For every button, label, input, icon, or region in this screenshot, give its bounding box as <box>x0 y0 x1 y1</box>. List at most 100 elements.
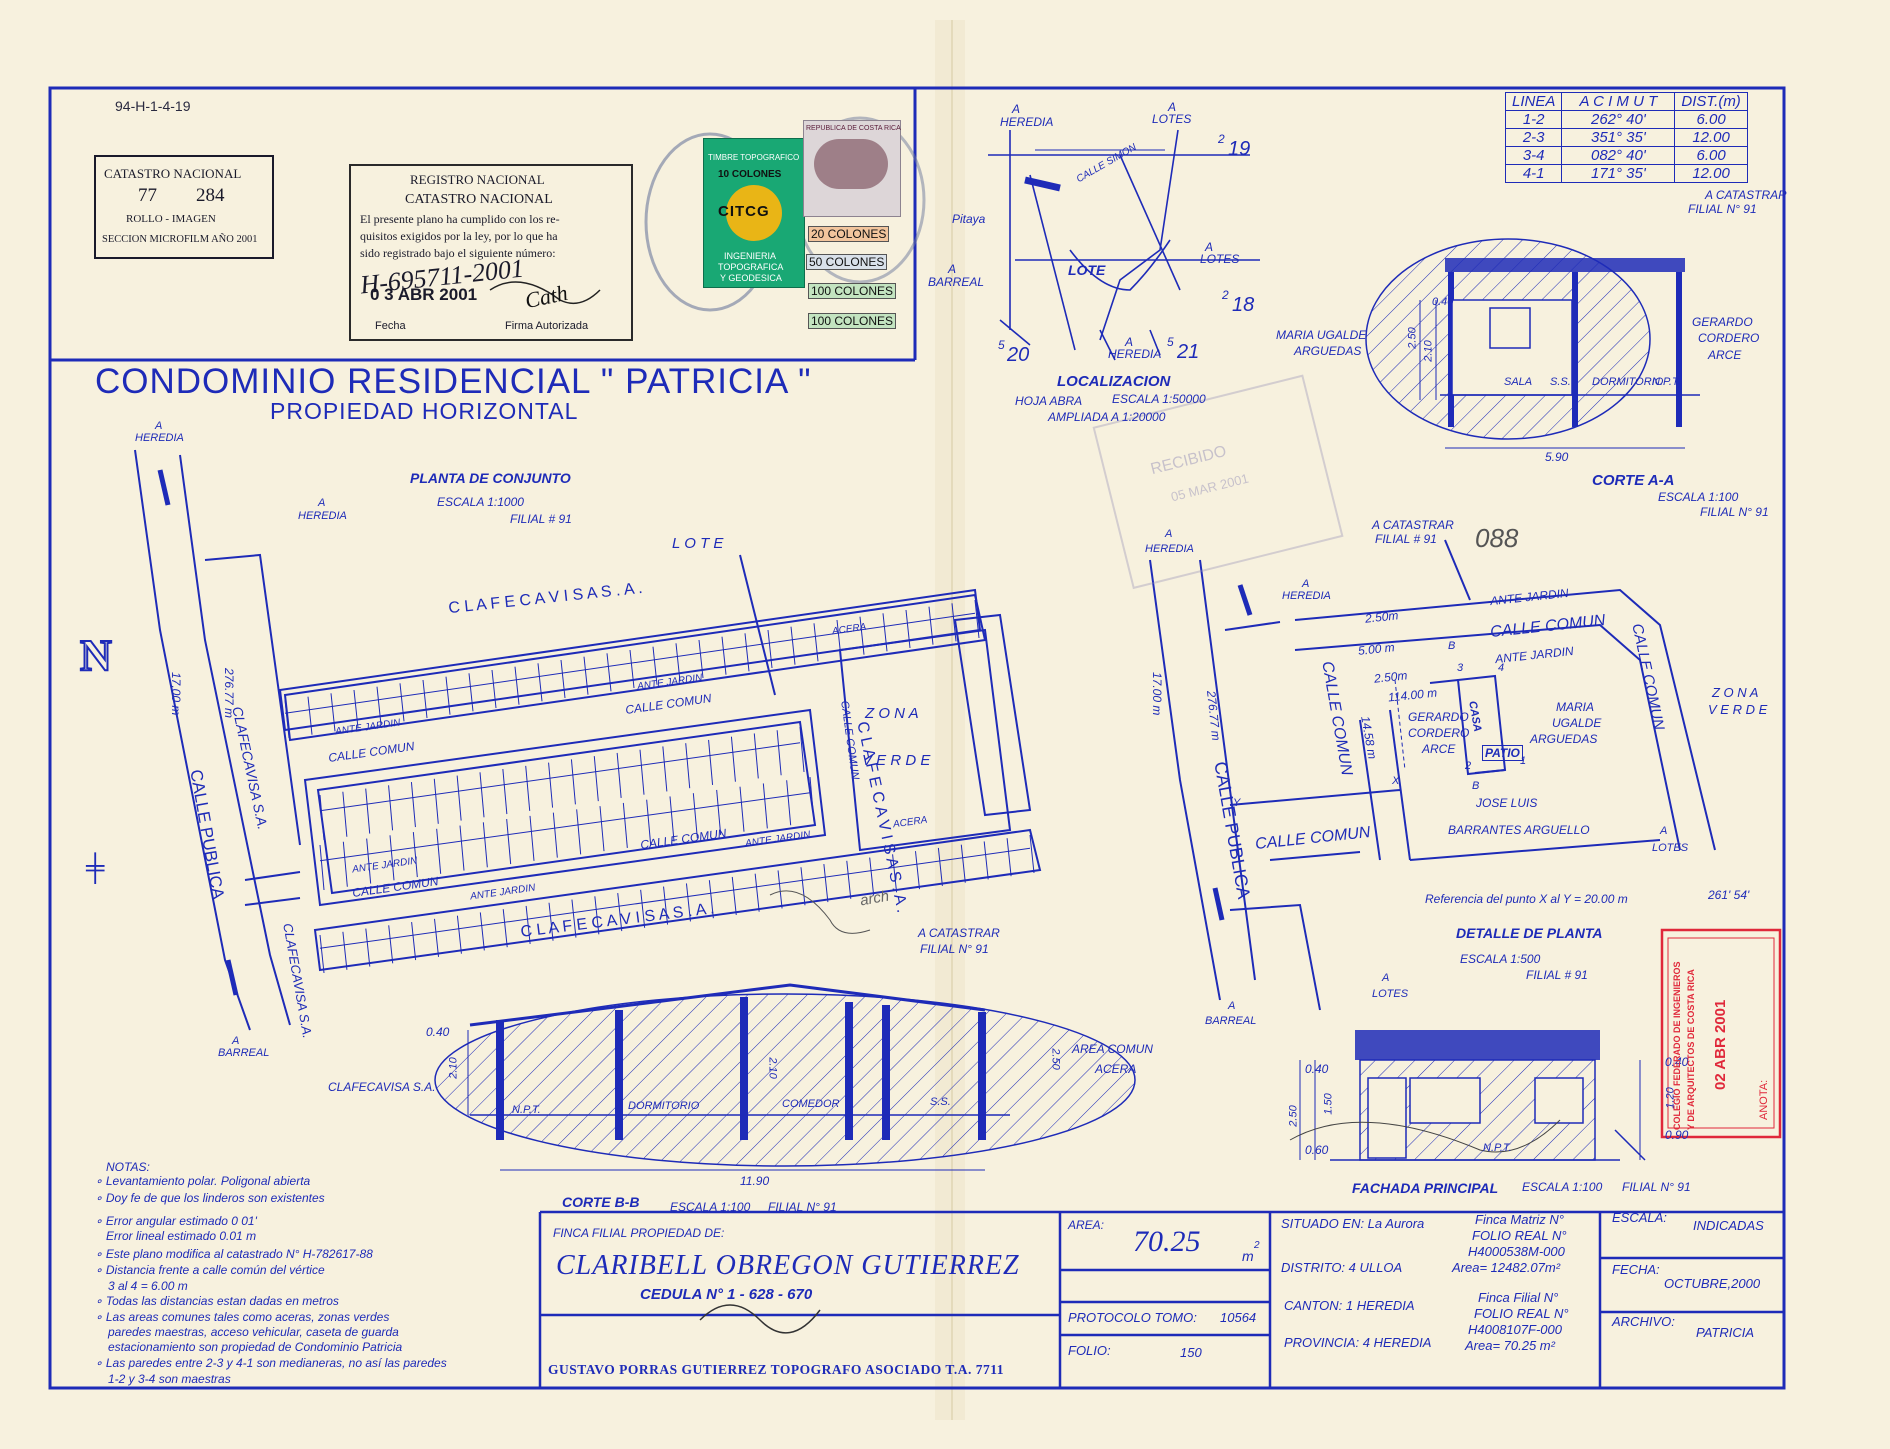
loc-19: 19 <box>1228 138 1251 160</box>
registro-line1: REGISTRO NACIONAL <box>410 172 545 187</box>
catastro-title: CATASTRO NACIONAL <box>104 166 242 181</box>
catastro-number-a: 77 <box>138 185 157 206</box>
stamp-20-colones: 20 COLONES <box>808 226 890 242</box>
lot-divider <box>809 776 815 823</box>
costa-rica-fiscal-stamp: REPUBLICA DE COSTA RICA <box>803 120 901 217</box>
catastro-rollo: ROLLO - IMAGEN <box>126 213 216 225</box>
dp-jose: JOSE LUIS <box>1476 796 1538 810</box>
tb-escala-label: ESCALA: <box>1612 1210 1667 1225</box>
fp-040b: 0.40 <box>1665 1055 1689 1069</box>
loc-sup5a: 5 <box>998 338 1005 352</box>
loc-a5: A <box>1125 335 1134 349</box>
dp-filial: FILIAL # 91 <box>1526 968 1588 982</box>
dp-barrantes: BARRANTES ARGUELLO <box>1448 823 1590 837</box>
dp-referencia: Referencia del punto X al Y = 20.00 m <box>1425 892 1628 906</box>
lot-divider <box>716 789 722 835</box>
dp-title: DETALLE DE PLANTA <box>1456 925 1603 941</box>
stamp-50-colones: 50 COLONES <box>806 254 888 270</box>
dp-handwritten-088: 088 <box>1475 523 1519 553</box>
lot-divider <box>307 696 313 735</box>
loc-a4: A <box>1205 240 1214 254</box>
lot-divider <box>422 679 428 719</box>
lot-divider <box>525 765 531 811</box>
lot-divider <box>754 873 760 912</box>
lot-divider <box>629 649 635 689</box>
lot-divider <box>640 889 646 928</box>
lot-divider <box>319 934 325 974</box>
lot-patio-line <box>319 792 811 862</box>
lot-divider <box>663 886 669 925</box>
lot-divider <box>790 626 796 665</box>
loc-title: LOCALIZACION <box>1057 373 1171 390</box>
col-linea: LINEA <box>1504 92 1563 111</box>
fp-npt: N.P.T. <box>1483 1142 1512 1154</box>
dp-point-x: X <box>1392 775 1400 787</box>
dp-filial-top: FILIAL # 91 <box>1375 532 1437 546</box>
tb-fecha-label: FECHA: <box>1612 1262 1660 1277</box>
lot-divider <box>548 902 554 941</box>
dp-lotes-b: LOTES <box>1372 988 1409 1000</box>
lot-divider <box>342 931 348 970</box>
lot-divider <box>412 832 418 878</box>
loc-a3: A <box>948 262 957 276</box>
dp-verde: V E R D E <box>1708 702 1768 717</box>
lot-divider <box>366 838 372 884</box>
registro-line4: quisitos exigidos por la ley, por lo que… <box>360 229 558 243</box>
cbb-250: 2.50 <box>1049 1048 1062 1070</box>
catastro-seccion: SECCION MICROFILM AÑO 2001 <box>102 234 258 245</box>
tb-archivo-label: ARCHIVO: <box>1612 1314 1675 1329</box>
loc-hoja: HOJA ABRA <box>1015 394 1083 408</box>
dp-a5: A <box>1228 1000 1236 1012</box>
road-crossing-icon: ╪ <box>86 852 105 882</box>
lot-divider <box>869 857 875 896</box>
dp-zona: Z O N A <box>1712 685 1759 700</box>
tb-area-sup: 2 <box>1254 1240 1260 1251</box>
loc-sup2a: 2 <box>1218 132 1225 146</box>
pc-1700: 17.00 m <box>169 672 183 716</box>
lot-divider <box>762 783 768 829</box>
registro-date: 0 3 ABR 2001 <box>370 285 478 304</box>
stamp-100-colones-a: 100 COLONES <box>808 283 897 299</box>
lot-divider <box>951 603 957 642</box>
lot-divider <box>960 844 966 883</box>
project-subtitle: PROPIEDAD HORIZONTAL <box>270 398 579 424</box>
lot-divider <box>692 793 698 839</box>
lot-divider <box>753 733 759 779</box>
lot-divider <box>342 791 348 837</box>
tb-cedula: CEDULA N° 1 - 628 - 670 <box>640 1286 813 1303</box>
lot-divider <box>365 928 371 967</box>
lot-divider <box>502 909 508 948</box>
lot-divider <box>479 912 485 951</box>
cbb-210a: 2.10 <box>447 1057 460 1079</box>
dp-angle: 261' 54' <box>1708 888 1750 902</box>
note-item: Error lineal estimado 0.01 m <box>106 1229 257 1243</box>
cbb-npt: N.P.T. <box>512 1104 541 1116</box>
caa-maria1: MARIA UGALDE <box>1276 328 1367 342</box>
pc-a1: A <box>155 420 163 432</box>
dp-a3: A <box>1660 825 1668 837</box>
timbre-topografico-stamp: TIMBRE TOPOGRAFICO 10 COLONES CITCG INGE… <box>703 138 805 288</box>
loc-18: 18 <box>1232 294 1255 316</box>
tb-escala-value: INDICADAS <box>1693 1218 1764 1233</box>
catastro-microfilm-box: CATASTRO NACIONAL 77 284 ROLLO - IMAGEN … <box>94 155 274 259</box>
cfia-line2: Y DE ARQUITECTOS DE COSTA RICA <box>1686 969 1696 1130</box>
loc-lotes-top: LOTES <box>1152 112 1192 126</box>
lot-divider <box>1006 838 1012 877</box>
dp-maria3: ARGUEDAS <box>1530 732 1598 746</box>
timbre-ing3: Y GEODESICA <box>720 273 782 283</box>
registro-line2: CATASTRO NACIONAL <box>405 192 553 207</box>
tb-surveyor: GUSTAVO PORRAS GUTIERREZ TOPOGRAFO ASOCI… <box>548 1362 1005 1377</box>
lot-divider <box>319 794 325 841</box>
tb-area-value: 70.25 <box>1133 1225 1201 1258</box>
lot-divider <box>823 863 829 903</box>
registro-firma-label: Firma Autorizada <box>505 320 589 332</box>
lot-grid-top <box>284 599 1035 974</box>
lot-divider <box>675 643 681 682</box>
lot-divider <box>365 788 371 834</box>
registro-fecha-label: Fecha <box>375 320 406 332</box>
dp-gerardo1: GERARDO <box>1408 710 1469 724</box>
dp-point-4: 4 <box>1498 662 1505 674</box>
